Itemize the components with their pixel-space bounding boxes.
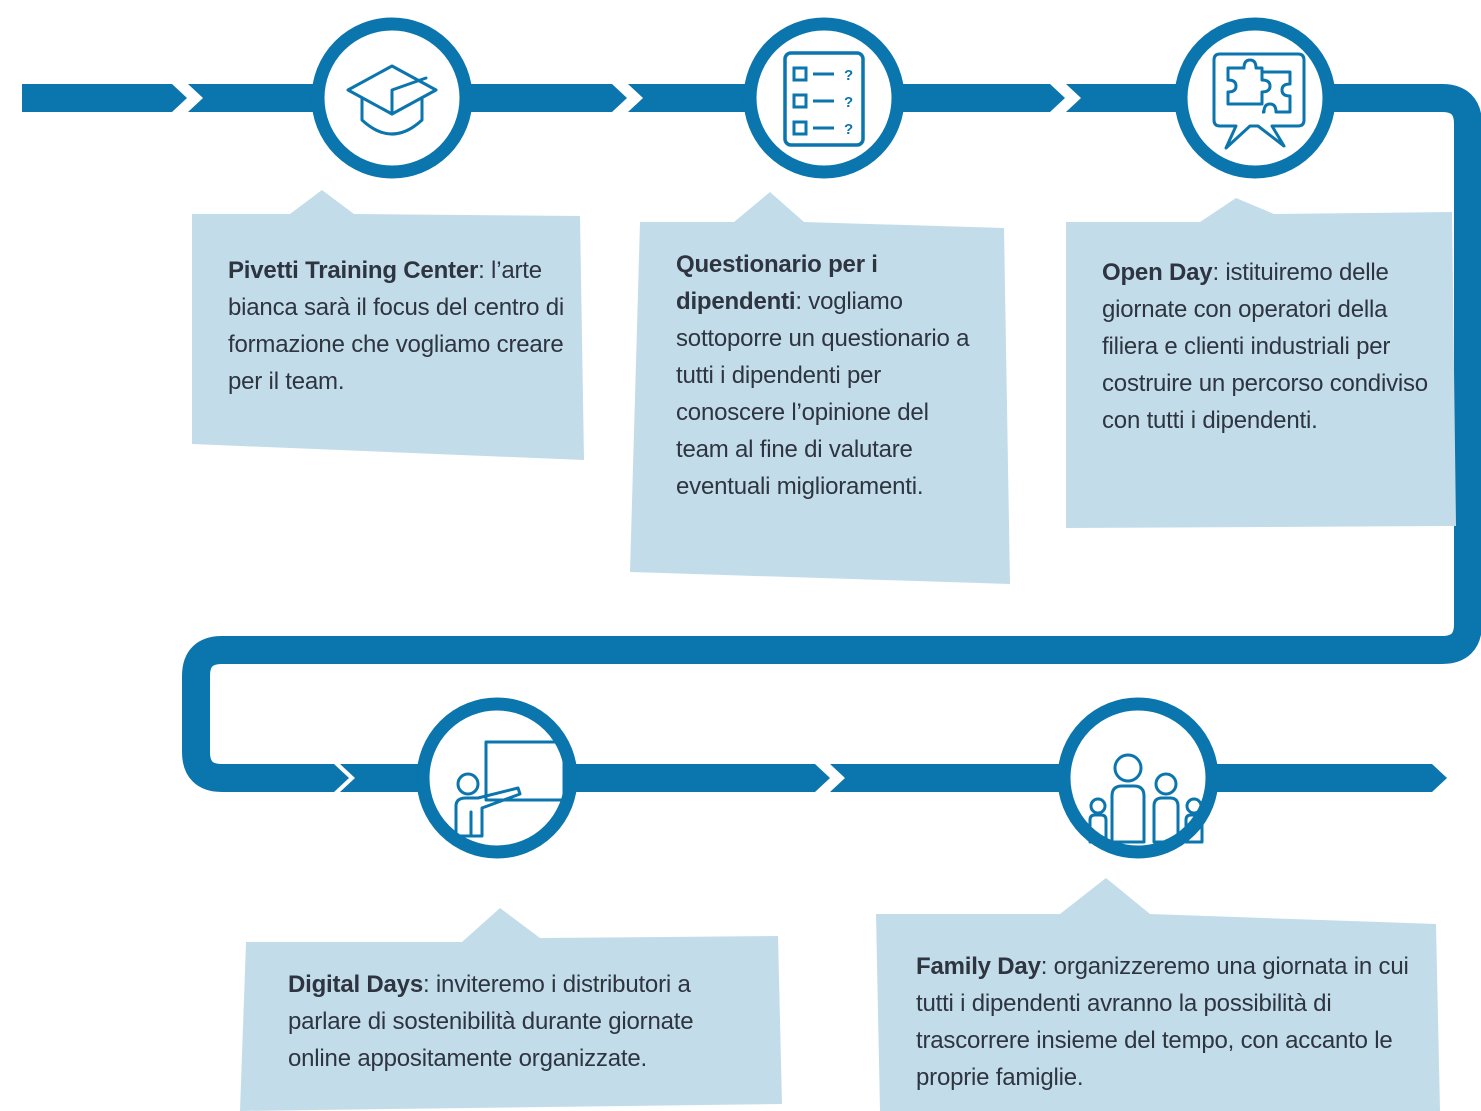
path-curve — [182, 84, 1481, 792]
path-segment — [22, 84, 187, 112]
step-text-3: Open Day: istituiremo delle giornate con… — [1102, 254, 1432, 439]
step-title-1: Pivetti Training Center — [228, 257, 479, 284]
callout-card-4 — [240, 908, 782, 1111]
step-text-1: Pivetti Training Center: l’arte bianca s… — [228, 252, 573, 400]
graduation-cap-icon — [346, 64, 438, 136]
step-description-1: : l’arte bianca sarà il focus del centro… — [228, 257, 565, 395]
svg-text:?: ? — [844, 121, 853, 138]
family-icon — [1088, 753, 1204, 844]
step-circle-4 — [416, 697, 578, 859]
step-title-5: Family Day — [916, 953, 1041, 980]
step-text-2: Questionario per i dipendenti: vogliamo … — [676, 246, 976, 505]
path-segment — [898, 84, 1065, 112]
path-segment — [628, 84, 750, 112]
step-description-5: : organizzeremo una giornata in cui tutt… — [916, 953, 1409, 1091]
timeline-path — [22, 84, 1481, 792]
step-description-4: : inviteremo i distributori a parlare di… — [288, 971, 694, 1072]
step-title-2: Questionario per i dipendenti — [676, 251, 878, 315]
path-segment — [322, 764, 349, 792]
svg-text:?: ? — [844, 94, 853, 111]
puzzle-speech-bubble-icon — [1212, 52, 1306, 150]
step-title-3: Open Day — [1102, 259, 1213, 286]
path-segment — [1212, 764, 1447, 792]
path-segment — [572, 764, 830, 792]
callout-card-5 — [876, 878, 1440, 1111]
step-text-4: Digital Days: inviteremo i distributori … — [288, 966, 748, 1077]
step-circle-2 — [743, 17, 905, 179]
step-circle-3 — [1174, 17, 1336, 179]
callout-card-1 — [192, 190, 584, 460]
path-segment — [1066, 84, 1180, 112]
callout-card-3 — [1066, 198, 1456, 528]
step-text-5: Family Day: organizzeremo una giornata i… — [916, 948, 1416, 1096]
path-segment — [830, 764, 1064, 792]
path-segment — [466, 84, 627, 112]
callout-card-2 — [630, 192, 1010, 584]
questionnaire-icon: ? ? ? — [783, 51, 865, 147]
path-segment — [340, 764, 422, 792]
path-segment — [188, 84, 318, 112]
step-description-2: : vogliamo sottoporre un questionario a … — [676, 288, 970, 500]
presenter-whiteboard-icon — [454, 740, 566, 838]
svg-text:?: ? — [844, 67, 853, 84]
step-description-3: : istituiremo delle giornate con operato… — [1102, 259, 1428, 434]
step-title-4: Digital Days — [288, 971, 423, 998]
